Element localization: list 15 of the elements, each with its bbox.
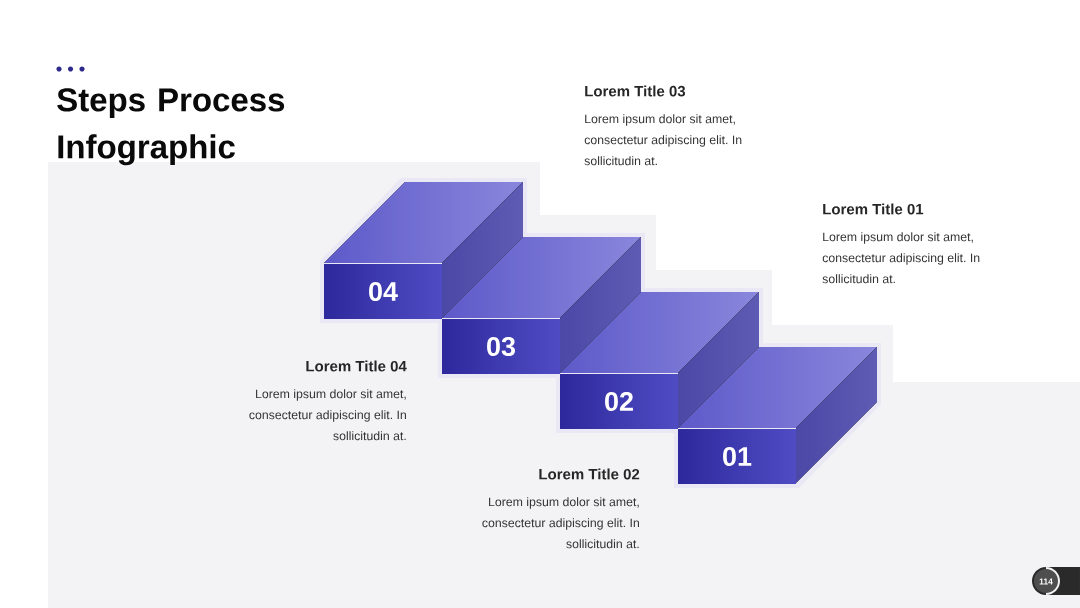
- title: Steps Process Infographic: [57, 88, 285, 166]
- step-description: Lorem ipsum dolor sit amet, consectetur adipiscing elit. In sollicitudin at.: [249, 389, 406, 441]
- node-label: 03: [487, 336, 516, 357]
- node-label: 04: [369, 281, 398, 302]
- page-number: 114: [1032, 567, 1080, 595]
- step-title: Lorem Title 04: [306, 360, 407, 372]
- step-description: Lorem ipsum dolor sit amet, consectetur adipiscing elit. In sollicitudin at.: [584, 114, 742, 166]
- step-title: Lorem Title 03: [585, 85, 686, 97]
- step-description: Lorem ipsum dolor sit amet, consectetur adipiscing elit. In sollicitudin at.: [822, 232, 980, 284]
- node-label: 01: [723, 446, 752, 467]
- node-label: 02: [605, 391, 633, 412]
- step-title: Lorem Title 01: [823, 203, 924, 215]
- step-title: Lorem Title 02: [539, 468, 640, 480]
- step-block: 01: [678, 347, 877, 484]
- step-description: Lorem ipsum dolor sit amet, consectetur adipiscing elit. In sollicitudin at.: [482, 497, 639, 549]
